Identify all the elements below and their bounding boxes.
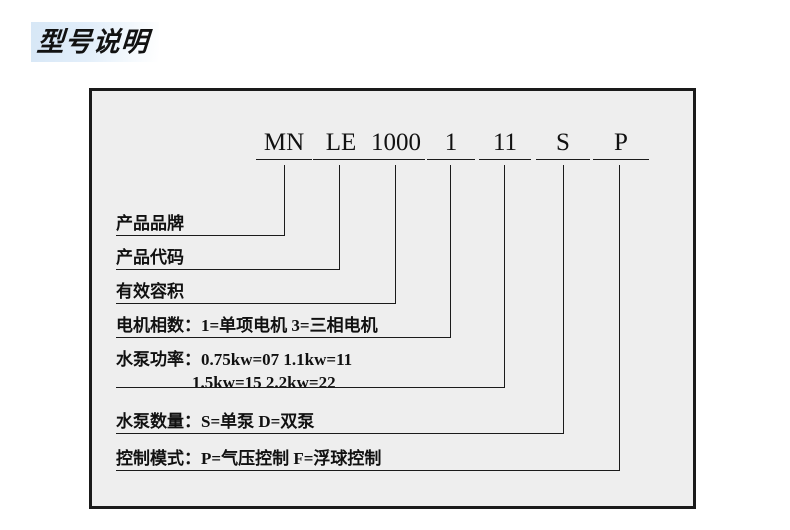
legend-row-product-code: 产品代码	[116, 247, 184, 270]
code-segment-brand: MN	[256, 130, 312, 160]
legend-row-capacity: 有效容积	[116, 281, 184, 304]
code-segment-pump-power-underline	[479, 159, 531, 160]
legend-row-product-code-label: 产品代码	[116, 248, 184, 267]
code-segment-product-code-underline	[313, 159, 369, 160]
code-segment-pump-power: 11	[479, 130, 531, 160]
legend-row-pump-power-label-2: 1.5kw=15 2.2kw=22	[192, 372, 336, 392]
connector-line-pump-power	[504, 165, 505, 387]
legend-row-motor-phase-label: 电机相数：1=单项电机 3=三相电机	[116, 316, 378, 335]
model-code-diagram-panel	[89, 88, 696, 509]
code-segment-motor-phase-underline	[427, 159, 475, 160]
legend-row-pump-count: 水泵数量：S=单泵 D=双泵	[116, 411, 314, 434]
page-title: 型号说明	[35, 26, 151, 57]
legend-row-control-mode-underline	[116, 470, 620, 471]
code-segment-product-code: LE	[313, 130, 369, 160]
code-segment-brand-underline	[256, 159, 312, 160]
code-segment-pump-count: S	[536, 130, 590, 160]
connector-line-motor-phase	[450, 165, 451, 337]
connector-line-product-code	[339, 165, 340, 269]
code-segment-pump-count-text: S	[556, 129, 570, 156]
code-segment-control-mode-underline	[593, 159, 649, 160]
legend-row-brand-underline	[116, 235, 285, 236]
legend-row-motor-phase: 电机相数：1=单项电机 3=三相电机	[116, 315, 378, 338]
code-segment-control-mode-text: P	[614, 129, 628, 156]
code-segment-control-mode: P	[593, 130, 649, 160]
connector-line-control-mode	[619, 165, 620, 470]
legend-row-capacity-label: 有效容积	[116, 282, 184, 301]
code-segment-pump-count-underline	[536, 159, 590, 160]
connector-line-pump-count	[563, 165, 564, 433]
code-segment-capacity-text: 1000	[371, 129, 421, 156]
connector-line-brand	[284, 165, 285, 235]
legend-row-pump-count-label: 水泵数量：S=单泵 D=双泵	[116, 412, 315, 431]
code-segment-capacity: 1000	[367, 130, 425, 160]
legend-row-brand-label: 产品品牌	[116, 214, 184, 233]
legend-row-motor-phase-underline	[116, 337, 451, 338]
legend-row-pump-power-label: 水泵功率：0.75kw=07 1.1kw=11	[116, 350, 353, 369]
connector-line-capacity	[395, 165, 396, 303]
legend-row-capacity-underline	[116, 303, 396, 304]
code-segment-pump-power-text: 11	[492, 129, 518, 156]
code-segment-motor-phase: 1	[427, 130, 475, 160]
code-segment-brand-text: MN	[263, 129, 305, 156]
legend-row-pump-count-underline	[116, 433, 564, 434]
code-segment-product-code-text: LE	[325, 129, 357, 156]
legend-row-pump-power-underline	[116, 387, 505, 388]
legend-row-brand: 产品品牌	[116, 213, 184, 236]
code-segment-capacity-underline	[367, 159, 425, 160]
legend-row-control-mode-label: 控制模式：P=气压控制 F=浮球控制	[116, 449, 382, 468]
page-title-banner: 型号说明	[31, 22, 159, 62]
legend-row-product-code-underline	[116, 269, 340, 270]
code-segment-motor-phase-text: 1	[444, 129, 458, 156]
legend-row-control-mode: 控制模式：P=气压控制 F=浮球控制	[116, 448, 381, 471]
